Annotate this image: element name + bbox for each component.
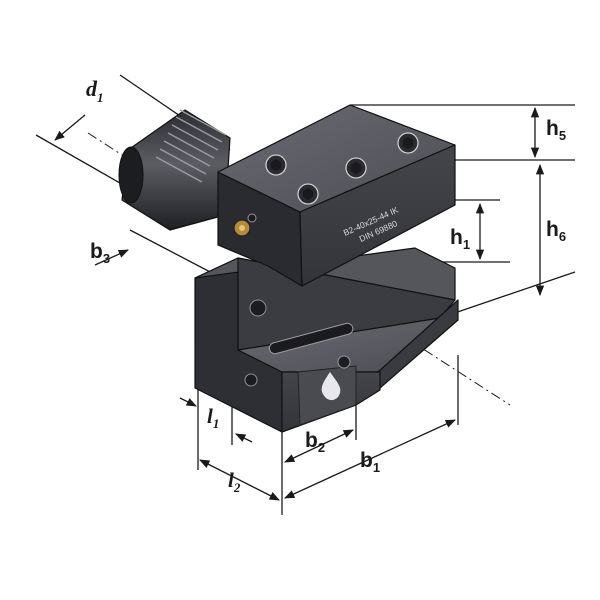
d1-arrow xyxy=(54,114,86,141)
l1-arrow-right xyxy=(235,433,253,443)
h6-bottom-extension xyxy=(439,271,576,319)
coolant-drop-icon xyxy=(321,372,341,401)
label-b1: b1 xyxy=(360,449,380,475)
label-h1: h1 xyxy=(450,226,470,252)
upper-block-front-face xyxy=(299,144,456,287)
label-b2: b2 xyxy=(305,429,325,455)
label-b3: b3 xyxy=(90,240,110,266)
adjust-slot xyxy=(268,322,354,355)
label-l2: l2 xyxy=(228,468,241,495)
dimension-labels: d1 b3 h5 h6 h1 l1 l2 b2 b1 xyxy=(86,76,566,495)
label-h5: h5 xyxy=(546,117,566,143)
clamp-screw-icon xyxy=(337,355,351,369)
bore-hole-icon xyxy=(249,299,267,317)
side-hole-icon xyxy=(244,373,258,387)
socket-screws xyxy=(265,132,419,205)
b1-dimension xyxy=(284,419,456,499)
tool-holder-body: B2-40x25-44 IK DIN 69880 xyxy=(118,104,459,433)
label-l1: l1 xyxy=(207,404,219,431)
l1-arrow-left xyxy=(179,397,197,407)
brass-pin-center xyxy=(239,225,245,231)
l2-dimension xyxy=(199,459,280,501)
shank-serrations xyxy=(155,109,227,183)
shank-end-icon xyxy=(118,146,144,204)
small-hole-icon xyxy=(247,213,257,223)
b3-arrow xyxy=(94,249,129,266)
label-h6: h6 xyxy=(546,218,566,244)
label-d1: d1 xyxy=(86,76,104,105)
